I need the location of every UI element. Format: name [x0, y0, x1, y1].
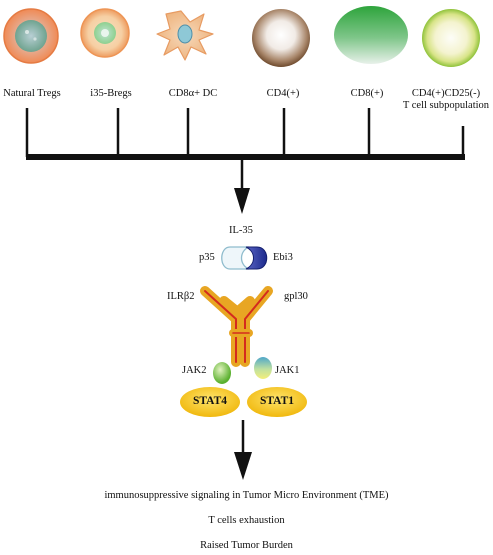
ebi3-subunit-icon: [245, 246, 268, 270]
il35-label: IL-35: [229, 225, 253, 236]
source-label-cd4-cd25-line1: CD4(+)CD25(-): [411, 88, 481, 99]
ilrb2-label: ILRβ2: [167, 291, 195, 302]
stat4-label: STAT4: [192, 395, 228, 407]
ebi3-label: Ebi3: [273, 252, 293, 263]
source-connector-lines: [25, 108, 465, 157]
natural-treg-cell-icon: [3, 8, 59, 64]
arrow-to-il35: [234, 160, 250, 214]
source-label-cd4-cd25: CD4(+)CD25(-) T cell subpopulation: [391, 88, 493, 112]
receptor-icon: [200, 286, 273, 367]
outcome-raised-tumor-burden: Raised Tumor Burden: [200, 540, 293, 551]
cd4-cd25-cell-icon: [422, 9, 480, 67]
stat4-icon: [180, 387, 240, 417]
jak2-label: JAK2: [182, 365, 207, 376]
source-label-i35-bregs: i35-Bregs: [90, 88, 132, 99]
dendritic-cell-icon: [156, 10, 214, 61]
source-label-cd4-cd25-line2: T cell subpopulation: [402, 100, 490, 111]
i35-breg-cell-icon: [80, 8, 130, 58]
p35-label: p35: [199, 252, 215, 263]
jak1-icon: [254, 357, 272, 379]
outcome-immunosuppressive-signaling: immunosuppressive signaling in Tumor Mic…: [104, 490, 389, 501]
cd8-cell-icon: [334, 6, 408, 64]
arrow-to-outcomes: [234, 420, 252, 480]
convergence-bar: [26, 154, 465, 160]
jak1-label: JAK1: [275, 365, 300, 376]
stat1-label: STAT1: [259, 395, 295, 407]
jak2-icon: [213, 362, 231, 384]
cd4-cell-icon: [252, 9, 310, 67]
stat1-icon: [247, 387, 307, 417]
outcome-t-cell-exhaustion: T cells exhaustion: [208, 515, 285, 526]
source-label-natural-tregs: Natural Tregs: [3, 88, 61, 99]
source-label-cd8a-dc: CD8α+ DC: [168, 88, 218, 99]
p35-subunit-icon: [221, 246, 250, 270]
gp130-label: gpl30: [284, 291, 308, 302]
source-label-cd4: CD4(+): [266, 88, 300, 99]
source-label-cd8: CD8(+): [350, 88, 384, 99]
